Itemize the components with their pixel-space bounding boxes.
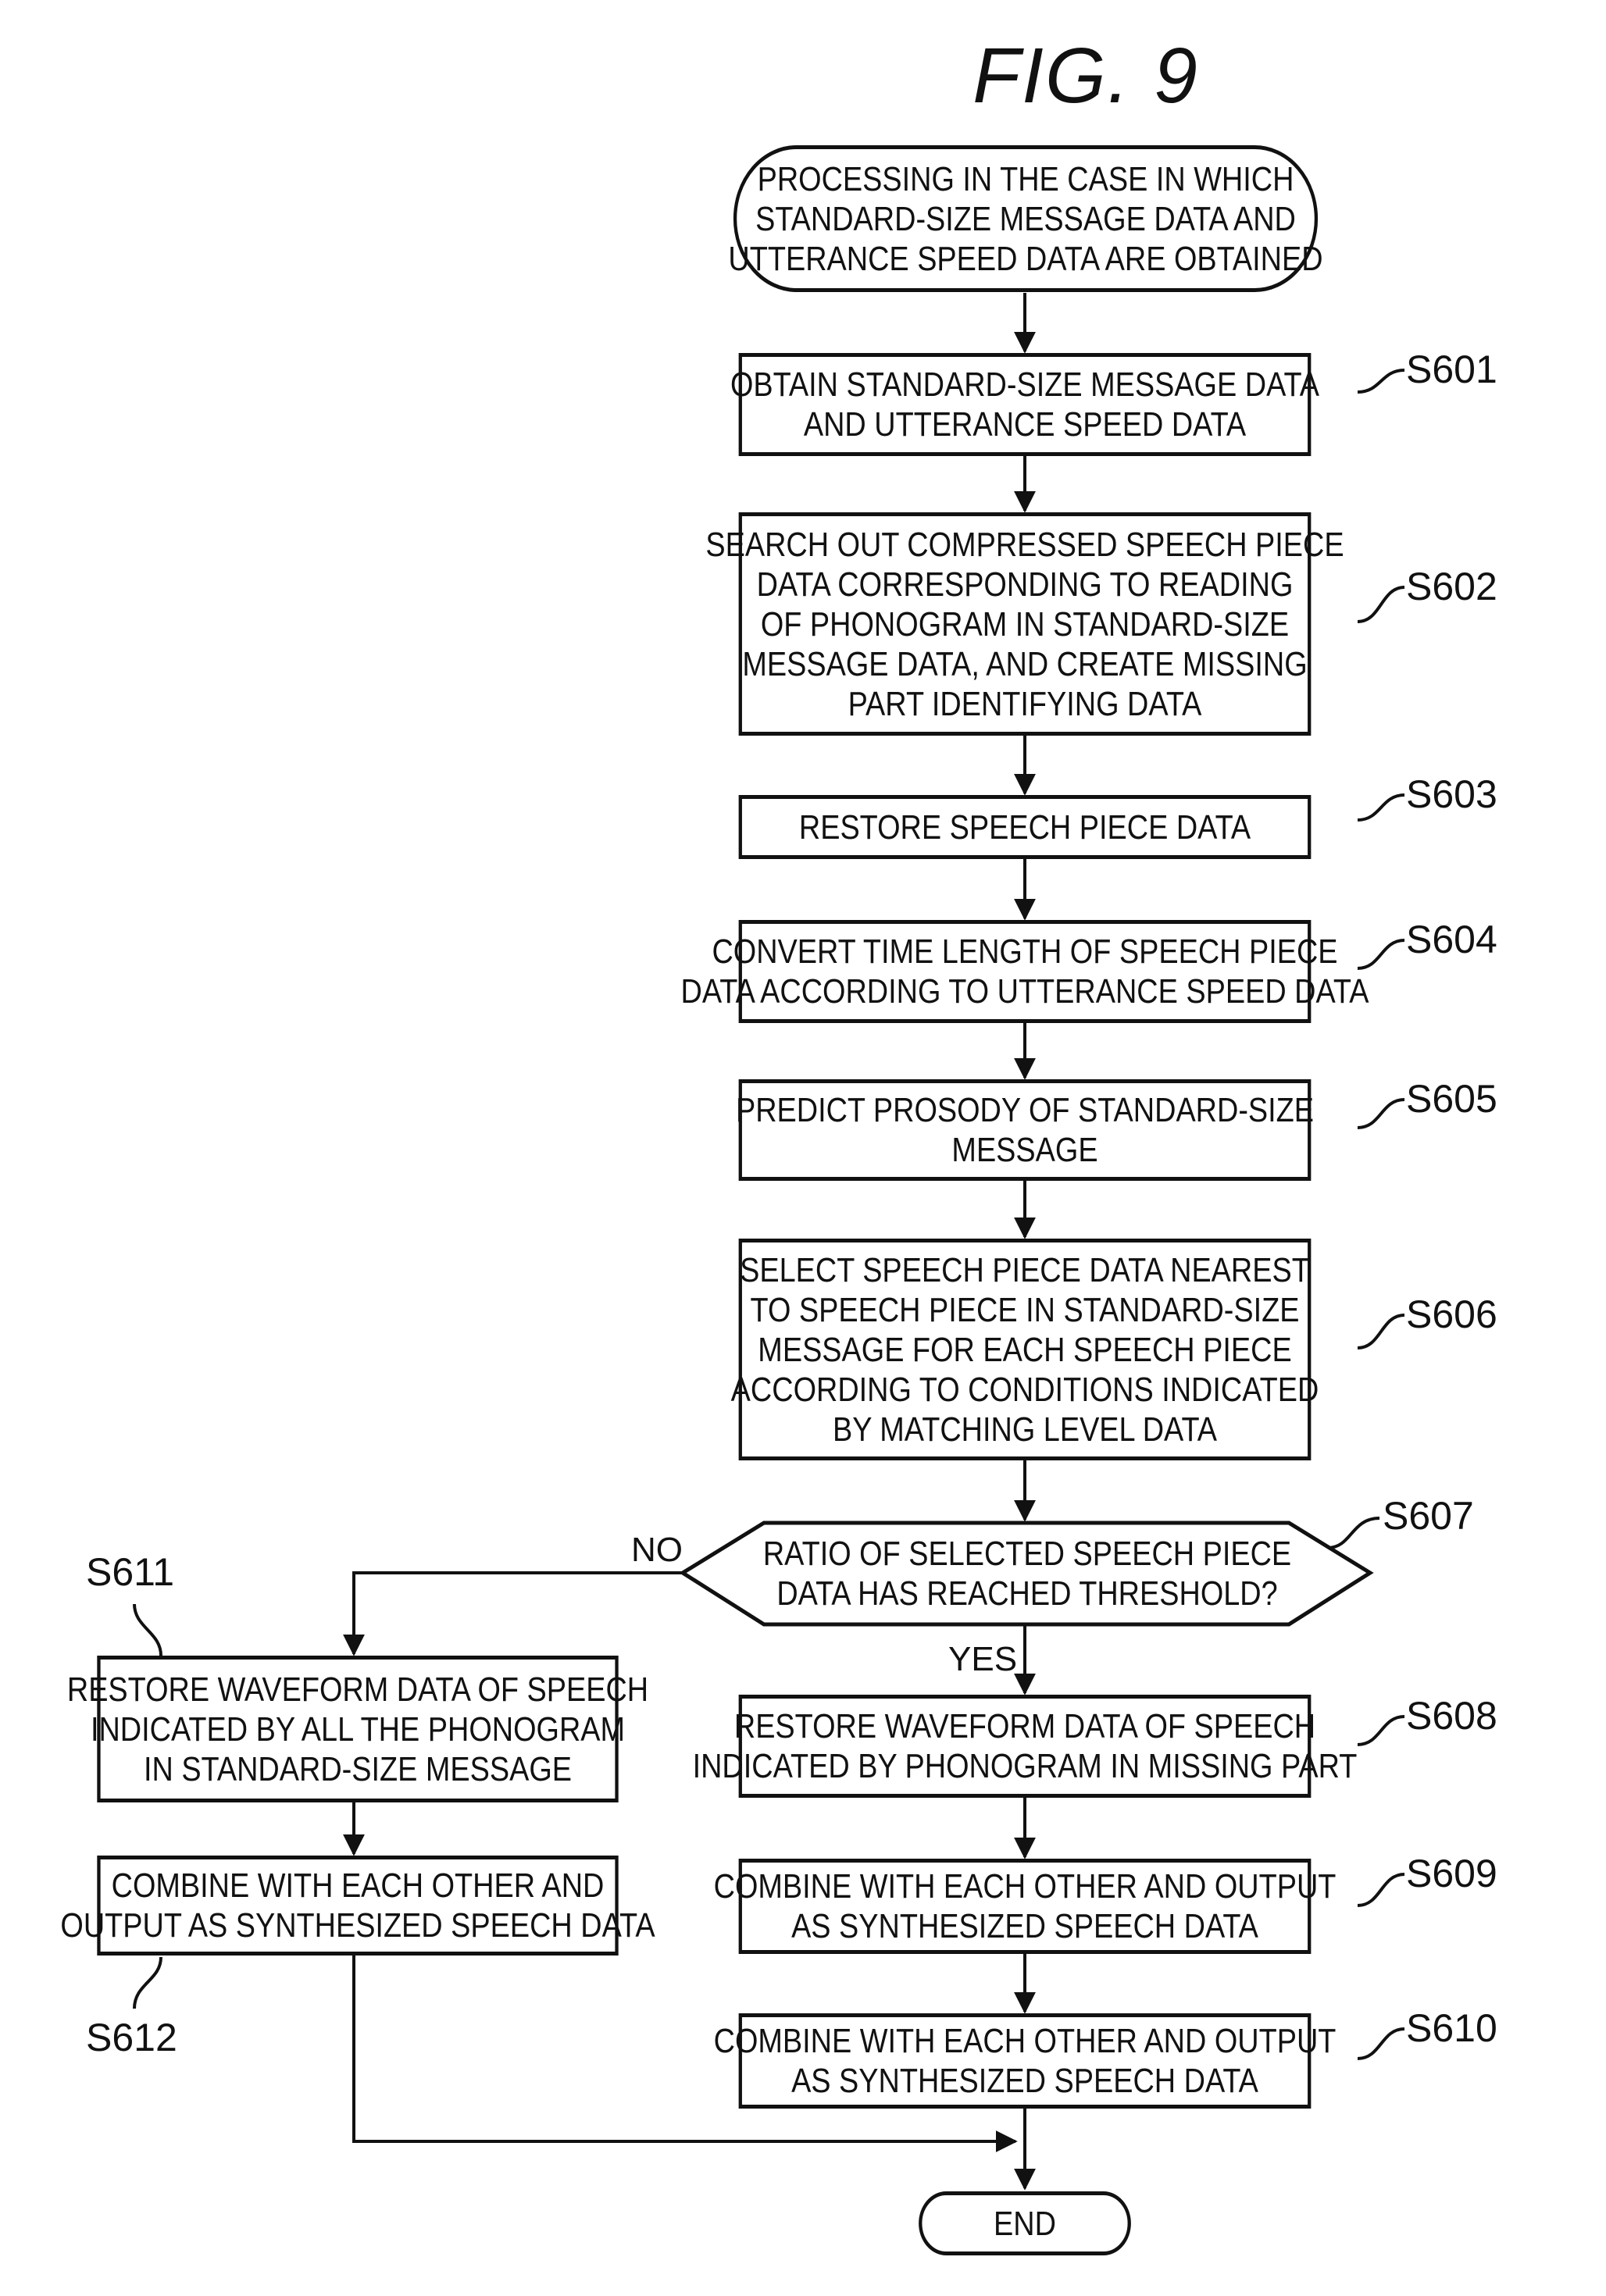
branch-no-label: NO	[631, 1531, 683, 1570]
step-s607-label: S607	[1383, 1493, 1474, 1538]
step-s611-label: S611	[86, 1549, 174, 1595]
decision-s607-line-2: DATA HAS REACHED THRESHOLD?	[776, 1574, 1277, 1613]
branch-yes-label: YES	[948, 1640, 1017, 1679]
leader-s612	[134, 1957, 161, 2009]
step-s606-line-1: SELECT SPEECH PIECE DATA NEAREST	[740, 1250, 1310, 1290]
step-s612-label: S612	[86, 2015, 177, 2060]
step-s608-box: RESTORE WAVEFORM DATA OF SPEECH INDICATE…	[739, 1695, 1312, 1798]
step-s603-box: RESTORE SPEECH PIECE DATA	[739, 795, 1312, 859]
step-s601-line-1: OBTAIN STANDARD-SIZE MESSAGE DATA	[730, 365, 1319, 405]
step-s606-line-4: ACCORDING TO CONDITIONS INDICATED	[731, 1370, 1319, 1410]
step-s604-line-2: DATA ACCORDING TO UTTERANCE SPEED DATA	[681, 972, 1369, 1011]
step-s610-line-2: AS SYNTHESIZED SPEECH DATA	[791, 2061, 1258, 2101]
step-s602-line-2: DATA CORRESPONDING TO READING	[757, 565, 1294, 604]
leader-s608	[1358, 1717, 1404, 1745]
step-s608-label: S608	[1406, 1693, 1497, 1738]
decision-s607-line-1: RATIO OF SELECTED SPEECH PIECE	[763, 1534, 1291, 1574]
step-s606-line-2: TO SPEECH PIECE IN STANDARD-SIZE	[751, 1290, 1300, 1330]
step-s601-box: OBTAIN STANDARD-SIZE MESSAGE DATA AND UT…	[739, 353, 1312, 456]
step-s602-line-5: PART IDENTIFYING DATA	[848, 684, 1202, 724]
step-s610-label: S610	[1406, 2005, 1497, 2051]
step-s604-label: S604	[1406, 917, 1497, 962]
leader-s601	[1358, 370, 1404, 392]
step-s603-label: S603	[1406, 772, 1497, 817]
start-terminal: PROCESSING IN THE CASE IN WHICH STANDARD…	[733, 145, 1318, 292]
step-s609-line-2: AS SYNTHESIZED SPEECH DATA	[791, 1906, 1258, 1946]
step-s603-line-1: RESTORE SPEECH PIECE DATA	[799, 808, 1251, 847]
leader-s602	[1358, 587, 1404, 622]
step-s611-line-2: INDICATED BY ALL THE PHONOGRAM	[91, 1710, 625, 1749]
end-label: END	[994, 2204, 1056, 2244]
leader-s607	[1328, 1518, 1379, 1548]
start-line-3: UTTERANCE SPEED DATA ARE OBTAINED	[728, 239, 1322, 279]
step-s602-line-4: MESSAGE DATA, AND CREATE MISSING	[742, 644, 1307, 684]
step-s611-line-3: IN STANDARD-SIZE MESSAGE	[144, 1749, 572, 1789]
step-s608-line-1: RESTORE WAVEFORM DATA OF SPEECH	[734, 1706, 1315, 1746]
leader-s605	[1358, 1100, 1404, 1128]
step-s604-line-1: CONVERT TIME LENGTH OF SPEECH PIECE	[712, 932, 1337, 972]
step-s606-label: S606	[1406, 1292, 1497, 1337]
start-line-1: PROCESSING IN THE CASE IN WHICH	[758, 159, 1294, 199]
step-s612-line-2: OUTPUT AS SYNTHESIZED SPEECH DATA	[60, 1906, 655, 1945]
step-s611-line-1: RESTORE WAVEFORM DATA OF SPEECH	[67, 1670, 648, 1710]
step-s610-box: COMBINE WITH EACH OTHER AND OUTPUT AS SY…	[739, 2013, 1312, 2109]
step-s605-line-2: MESSAGE	[951, 1130, 1097, 1170]
leader-s604	[1358, 940, 1404, 968]
step-s609-line-1: COMBINE WITH EACH OTHER AND OUTPUT	[714, 1866, 1337, 1906]
step-s606-box: SELECT SPEECH PIECE DATA NEAREST TO SPEE…	[739, 1239, 1312, 1460]
step-s601-line-2: AND UTTERANCE SPEED DATA	[804, 405, 1246, 444]
step-s612-box: COMBINE WITH EACH OTHER AND OUTPUT AS SY…	[97, 1856, 618, 1956]
step-s605-box: PREDICT PROSODY OF STANDARD-SIZE MESSAGE	[739, 1079, 1312, 1181]
step-s606-line-5: BY MATCHING LEVEL DATA	[833, 1410, 1217, 1449]
step-s602-line-1: SEARCH OUT COMPRESSED SPEECH PIECE	[705, 525, 1344, 565]
arrow-s607-no-to-s611	[354, 1573, 683, 1654]
step-s601-label: S601	[1406, 347, 1497, 392]
step-s606-line-3: MESSAGE FOR EACH SPEECH PIECE	[758, 1330, 1291, 1370]
leader-s611	[134, 1604, 161, 1656]
end-terminal: END	[919, 2191, 1131, 2255]
step-s611-box: RESTORE WAVEFORM DATA OF SPEECH INDICATE…	[97, 1656, 618, 1802]
figure-title: FIG. 9	[890, 31, 1281, 121]
decision-s607: RATIO OF SELECTED SPEECH PIECE DATA HAS …	[789, 1528, 1266, 1620]
step-s608-line-2: INDICATED BY PHONOGRAM IN MISSING PART	[693, 1746, 1358, 1786]
step-s610-line-1: COMBINE WITH EACH OTHER AND OUTPUT	[714, 2021, 1337, 2061]
step-s602-box: SEARCH OUT COMPRESSED SPEECH PIECE DATA …	[739, 512, 1312, 736]
leader-s606	[1358, 1315, 1404, 1348]
leader-s610	[1358, 2029, 1404, 2059]
step-s609-box: COMBINE WITH EACH OTHER AND OUTPUT AS SY…	[739, 1859, 1312, 1954]
step-s605-line-1: PREDICT PROSODY OF STANDARD-SIZE	[736, 1090, 1314, 1130]
leader-s609	[1358, 1874, 1404, 1906]
step-s602-label: S602	[1406, 564, 1497, 609]
leader-s603	[1358, 795, 1404, 820]
step-s609-label: S609	[1406, 1851, 1497, 1896]
step-s602-line-3: OF PHONOGRAM IN STANDARD-SIZE	[761, 604, 1289, 644]
step-s612-line-1: COMBINE WITH EACH OTHER AND	[112, 1866, 605, 1906]
step-s605-label: S605	[1406, 1076, 1497, 1121]
step-s604-box: CONVERT TIME LENGTH OF SPEECH PIECE DATA…	[739, 920, 1312, 1023]
start-line-2: STANDARD-SIZE MESSAGE DATA AND	[755, 199, 1296, 239]
